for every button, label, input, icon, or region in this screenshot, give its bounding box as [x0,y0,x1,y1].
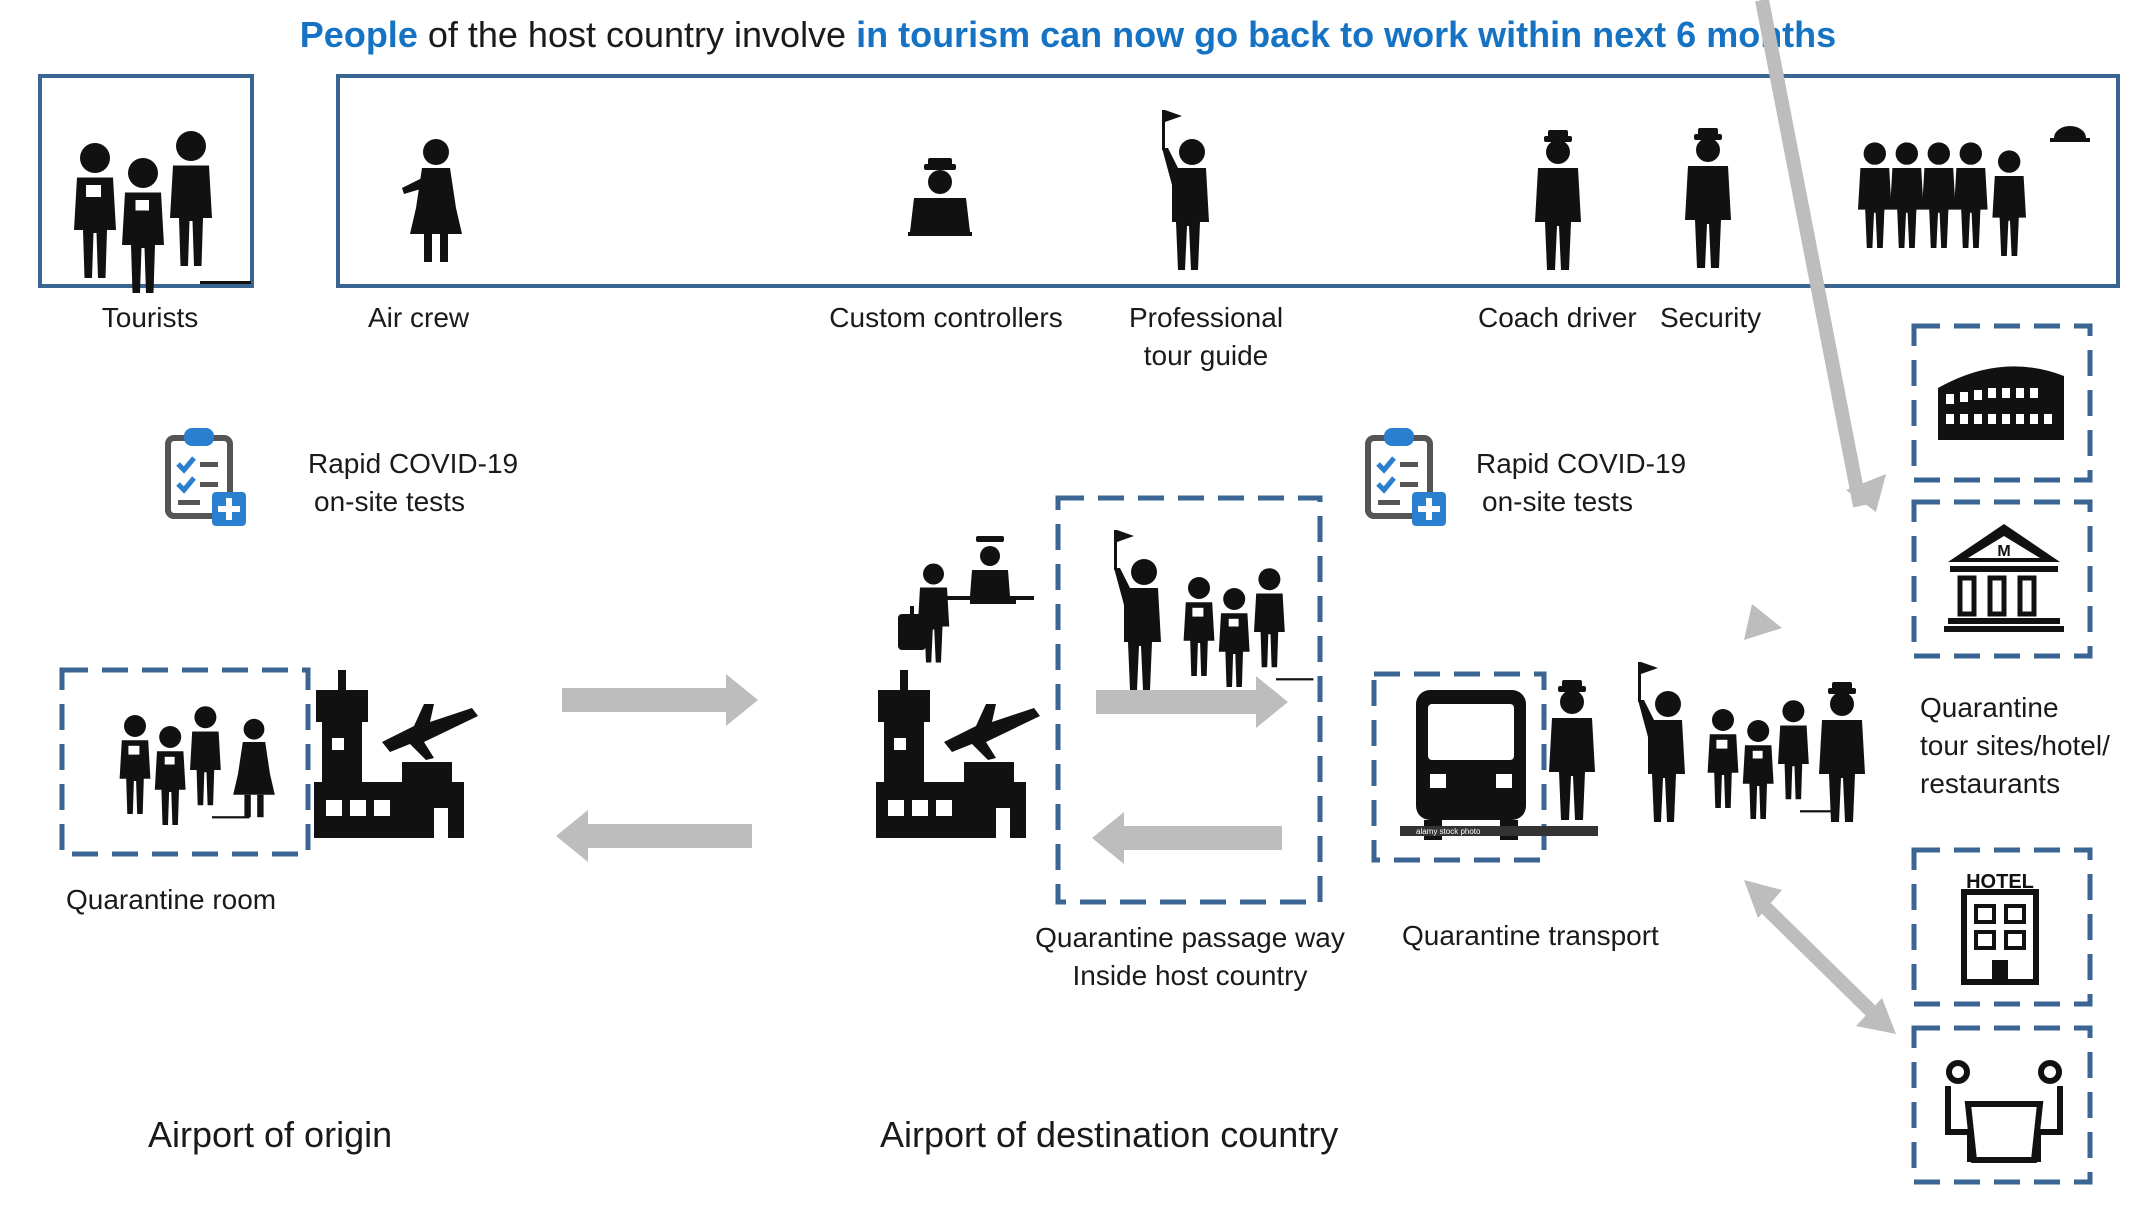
airport-origin-icon [314,670,478,838]
label-tests-line2: on-site tests [314,486,465,517]
hotel-icon: HOTEL [1961,871,2039,985]
restaurant-frame [1911,1025,2093,1185]
air-crew-icon [402,139,462,262]
label-airport-destination: Airport of destination country [880,1114,1339,1155]
restaurant-icon [1945,1060,2063,1163]
museum-icon: M [1944,524,2064,632]
title-part1: People [299,14,418,55]
label-custom-controllers: Custom controllers [829,302,1063,333]
diagonal-arrow-up [1744,0,1886,640]
bus-icon [1416,690,1526,840]
arrow-left-1 [556,810,752,862]
arrow-right-2 [1096,676,1288,728]
hotel-sign: HOTEL [1966,871,2034,893]
diagonal-arrow-down [1744,880,1896,1034]
hotel-frame [1911,847,2093,1007]
label-tests2-line1: Rapid COVID-19 [1476,448,1687,479]
label-tour-guide-line2: tour guide [1143,340,1269,371]
label-air-crew: Air crew [368,302,470,333]
passage-way-frame [1055,495,1323,905]
label-tour-guide-line1: Professional [1128,302,1284,333]
label-tests2-line2: on-site tests [1482,486,1633,517]
title-part3: in tourism can now go back to work withi… [856,14,1837,55]
hospitality-staff-icon [1858,126,2090,256]
custom-controller-icon [908,158,972,236]
arrow-left-2 [1092,812,1282,864]
clipboard-test-icon-2 [1368,428,1446,526]
museum-letter: M [1997,543,2010,560]
label-passage-line1: Quarantine passage way [1035,922,1345,953]
quarantine-room-frame [59,667,311,857]
label-tourists: Tourists [101,302,199,333]
guide-with-tourists-icon [1114,530,1313,690]
title-part2: of the host country involve [417,14,857,55]
workers-frame [336,74,2120,288]
airport-destination-icon [876,670,1040,838]
clipboard-test-icon [168,428,246,526]
coach-driver-icon [1535,130,1581,270]
transport-frame [1371,671,1547,863]
security-transport-icon [1819,682,1865,822]
label-tests-line1: Rapid COVID-19 [308,448,519,479]
museum-frame [1911,499,2093,659]
label-sites-line3: restaurants [1920,768,2061,799]
customs-check-icon [898,536,1034,663]
tour-guide-icon [1162,110,1209,270]
security-icon [1685,128,1731,268]
tourists-icon [74,131,251,293]
label-sites-line1: Quarantine [1920,692,2059,723]
label-security: Security [1660,302,1762,333]
air-crew-in-room-icon [233,718,275,818]
arrow-right-1 [562,674,758,726]
label-coach-driver: Coach driver [1478,302,1637,333]
label-airport-origin: Airport of origin [148,1114,393,1155]
label-sites-line2: tour sites/hotel/ [1920,730,2110,761]
label-transport: Quarantine transport [1402,920,1659,951]
tourists-in-room-icon [120,706,250,825]
colosseum-frame [1911,323,2093,483]
stock-watermark: alamy stock photo [1416,827,1481,836]
driver-icon [1549,680,1595,820]
colosseum-icon [1938,366,2064,440]
page-title: People of the host country involve in to… [0,14,2136,56]
stock-strip [1400,826,1598,836]
guide-tourists-transport-icon [1638,662,1837,822]
label-passage-line2: Inside host country [1072,960,1308,991]
label-quarantine-room: Quarantine room [66,884,277,915]
